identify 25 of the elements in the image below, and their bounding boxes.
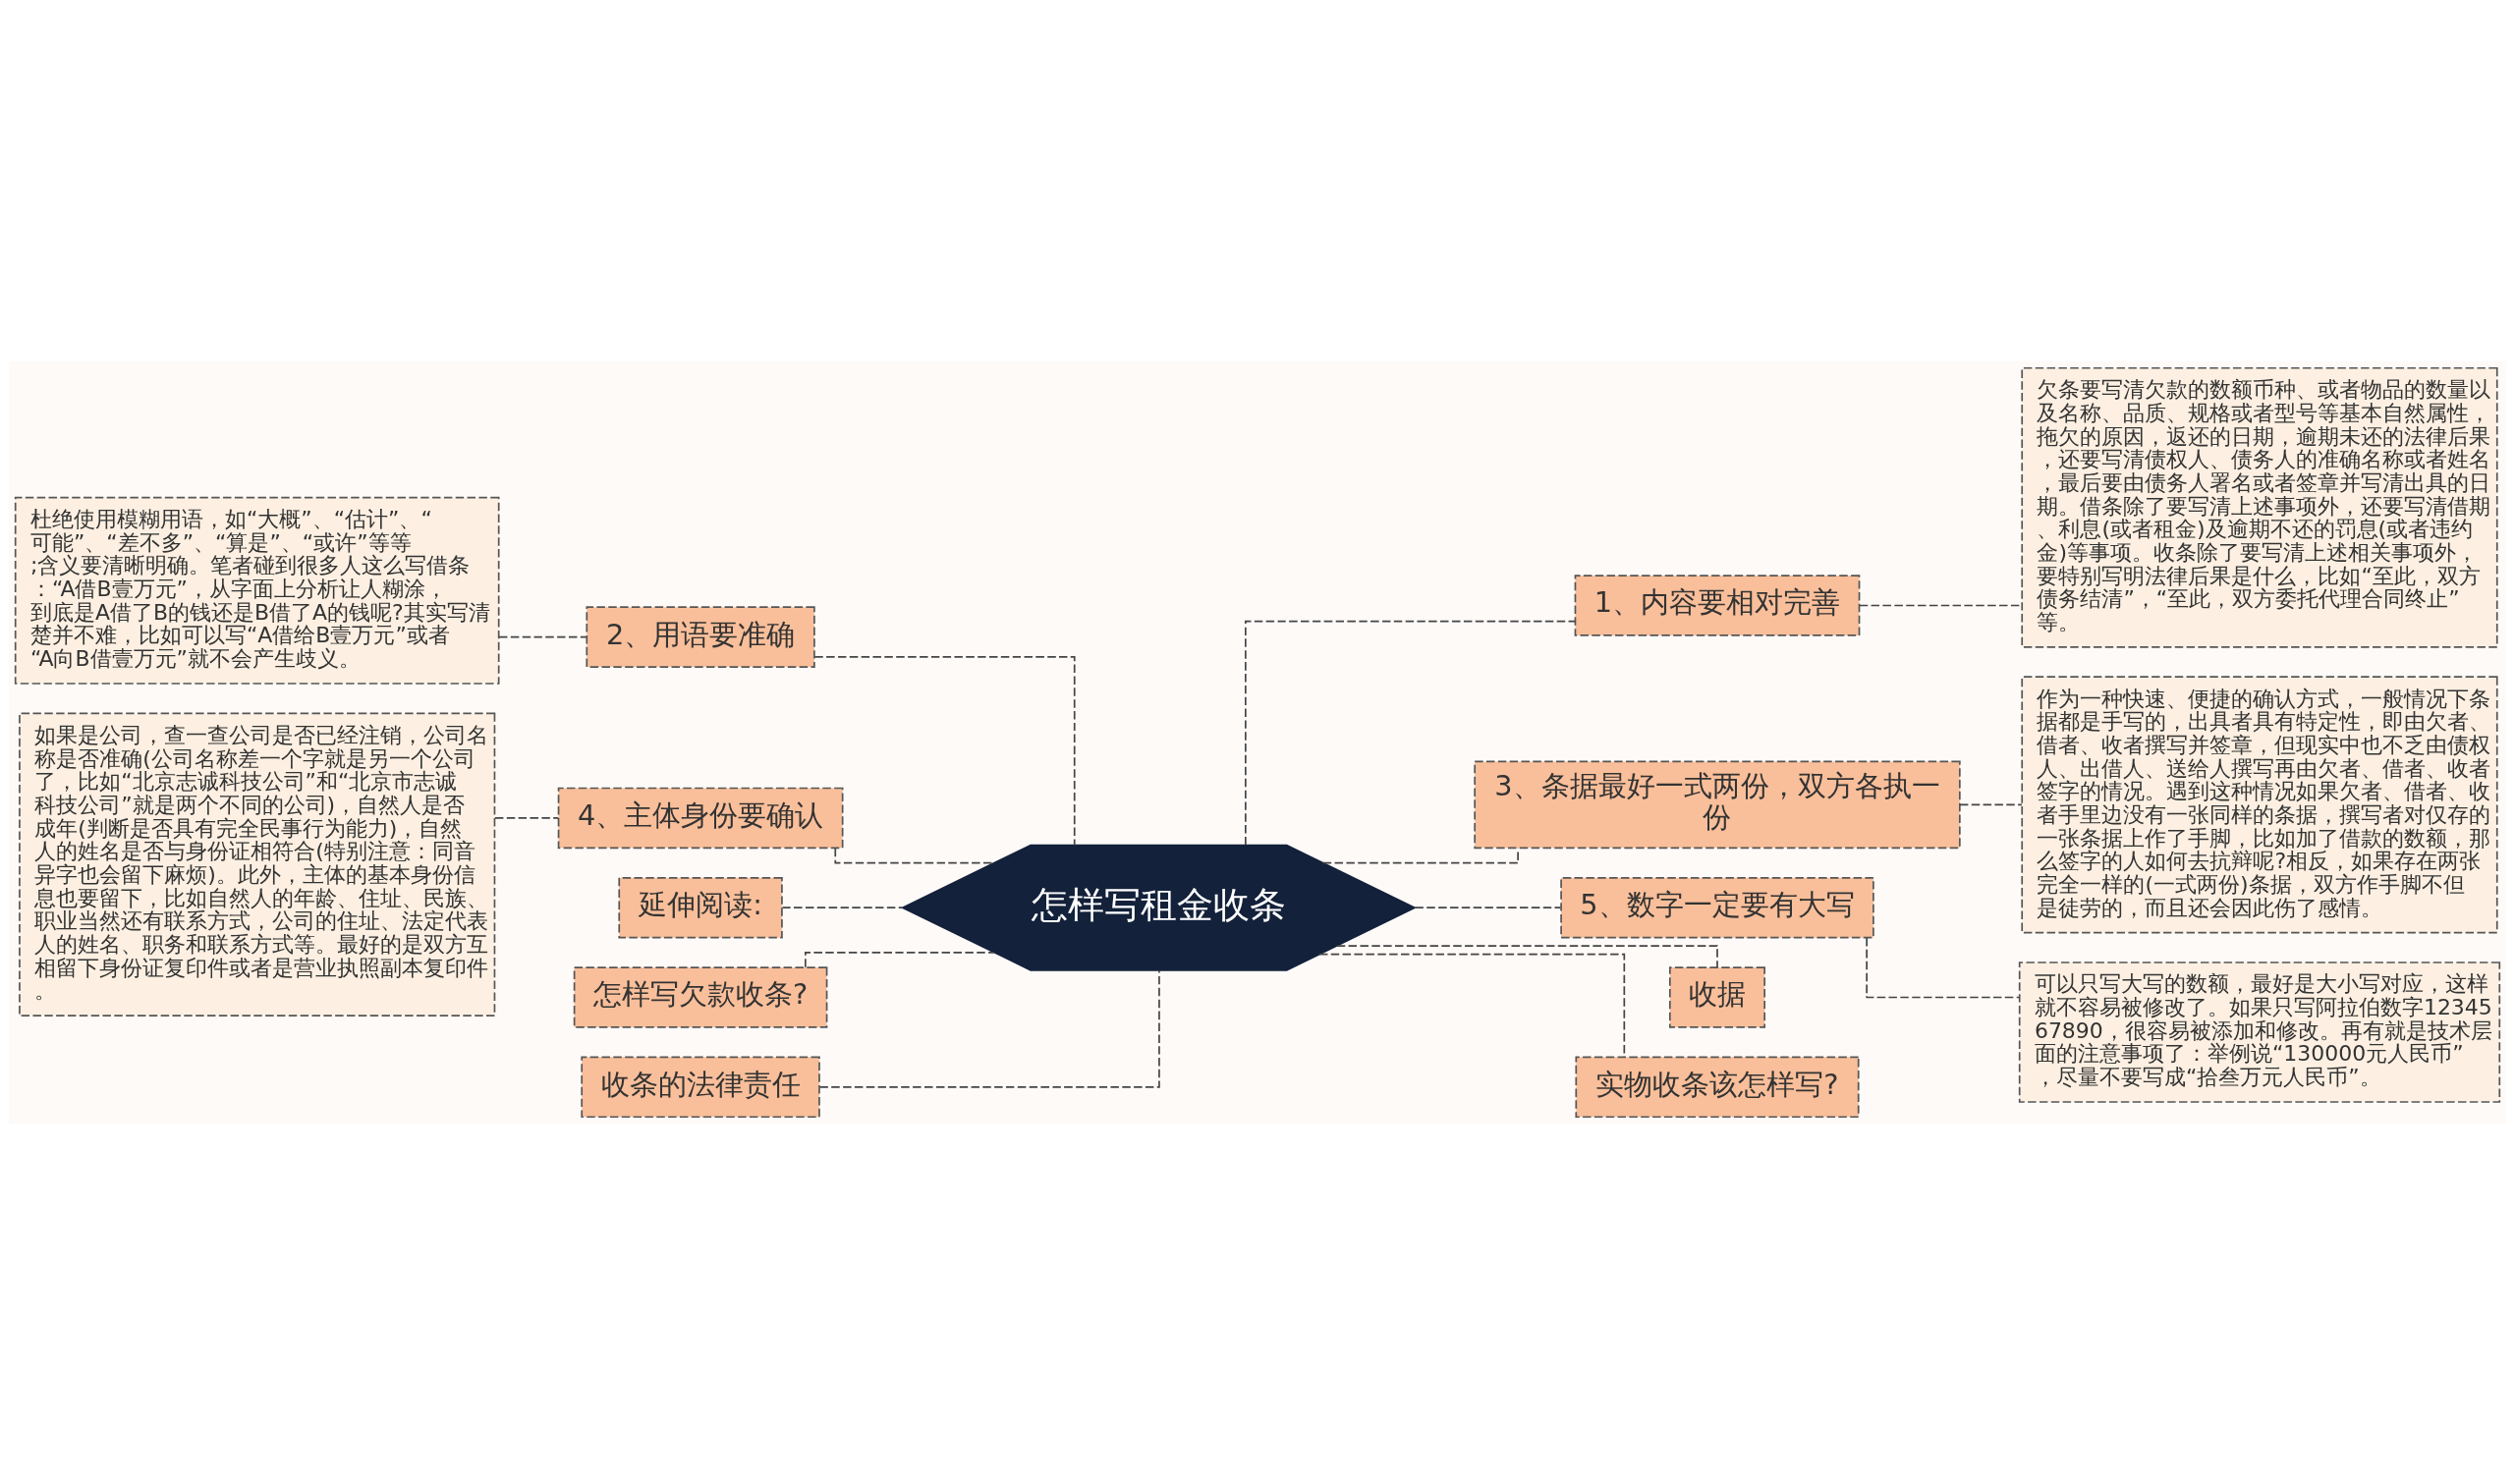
connector — [813, 655, 1076, 846]
node-box: 实物收条该怎样写? — [1575, 1056, 1860, 1118]
node-box: 可以只写大写的数额，最好是大小写对应，这样就不容易被修改了。如果只写阿拉伯数字1234567890，很容易被添加和修改。再有就是技术层面的注意事项了：举例说“130000元人民币”，尽量不要写成“拾叁万元人民币”。 — [2018, 961, 2501, 1103]
connector — [818, 968, 1160, 1088]
node-box: 杜绝使用模糊用语，如“大概”、“估计”、“可能”、“差不多”、“算是”、“或许”等等;含义要清晰明确。笔者碰到很多人这么写借条：“A借B壹万元”，从字面上分析让人糊涂，到底是A借了B的钱还是B借了A的钱呢?其实写清楚并不难，比如可以写“A借给B壹万元”或者“A向B借壹万元”就不会产生歧义。 — [14, 496, 500, 685]
node-box: 4、主体身份要确认 — [557, 787, 844, 849]
node-box: 5、数字一定要有大写 — [1560, 876, 1874, 938]
node-box: 如果是公司，查一查公司是否已经注销，公司名称是否准确(公司名称差一个字就是另一个公司了，比如“北京志诚科技公司”和“北京市志诚科技公司”就是两个不同的公司)，自然人是否成年(判断是否具有完全民事行为能力)，自然人的姓名是否与身份证相符合(特别注意：同音异字也会留下麻烦)。此外，主体的基本身份信息也要留下，比如自然人的年龄、住址、民族、职业当然还有联系方式，公司的住址、法定代表人的姓名、职务和联系方式等。最好的是双方互相留下身份证复印件或者是营业执照副本复印件。 — [19, 712, 496, 1017]
connector — [1245, 620, 1577, 846]
connector — [781, 906, 904, 908]
connector — [494, 816, 560, 819]
node-box: 2、用语要准确 — [586, 605, 815, 668]
node-box: 怎样写欠款收条? — [573, 965, 828, 1028]
connector — [1959, 803, 2023, 805]
node-box: 收据 — [1668, 965, 1766, 1028]
node-box: 延伸阅读: — [618, 876, 783, 938]
connector — [805, 951, 996, 968]
connector — [498, 635, 587, 637]
connector — [1866, 936, 2021, 998]
node-box: 欠条要写清欠款的数额币种、或者物品的数量以及名称、品质、规格或者型号等基本自然属性，拖欠的原因，返还的日期，逾期未还的法律后果，还要写清债权人、债务人的准确名称或者姓名，最后要由债务人署名或者签章并写清出具的日期。借条除了要写清上述事项外，还要写清借期、利息(或者租金)及逾期不还的罚息(或者违约金)等事项。收条除了要写清上述相关事项外，要特别写明法律后果是什么，比如“至此，双方债务结清”，“至此，双方委托代理合同终止”等。 — [2021, 366, 2498, 648]
node-box: 收条的法律责任 — [581, 1056, 820, 1118]
node-box: 作为一种快速、便捷的确认方式，一般情况下条据都是手写的，出具者具有特定性，即由欠者、借者、收者撰写并签章，但现实中也不乏由债权人、出借人、送给人撰写再由欠者、借者、收者签字的情况。遇到这种情况如果欠者、借者、收者手里边没有一张同样的条据，撰写者对仅存的一张条据上作了手脚，比如加了借款的数额，那么签字的人如何去抗辩呢?相反，如果存在两张完全一样的(一式两份)条据，双方作手脚不但是徒劳的，而且还会因此伤了感情。 — [2021, 675, 2498, 933]
node-box: 1、内容要相对完善 — [1574, 574, 1861, 636]
connector — [1414, 906, 1562, 908]
node-box: 3、条据最好一式两份，双方各执一份 — [1474, 760, 1961, 849]
